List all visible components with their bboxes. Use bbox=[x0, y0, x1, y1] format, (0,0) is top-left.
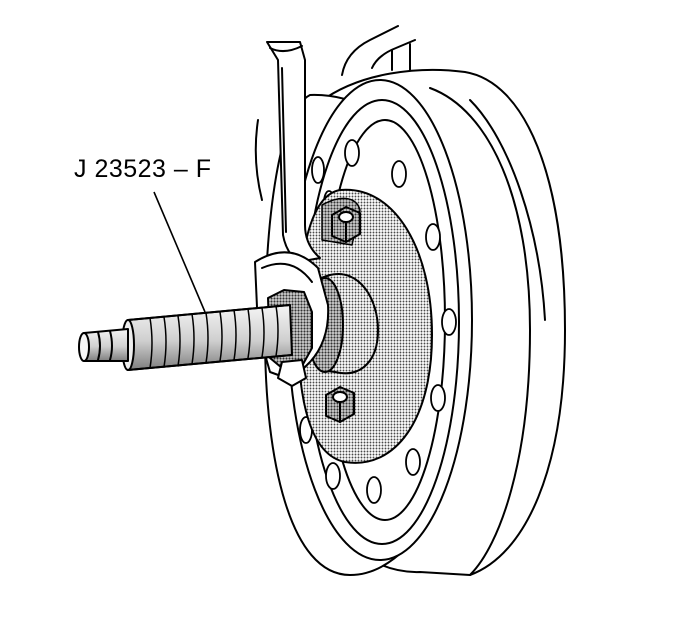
puller-bolt-upper bbox=[331, 206, 361, 243]
puller-forcing-screw bbox=[78, 304, 293, 371]
engine-background-lines bbox=[254, 25, 416, 201]
balancer-bolt-holes bbox=[299, 139, 457, 504]
callout-leader-line bbox=[153, 191, 206, 313]
puller-bolt-lower bbox=[325, 386, 355, 423]
tool-number-label: J 23523 – F bbox=[74, 155, 212, 183]
